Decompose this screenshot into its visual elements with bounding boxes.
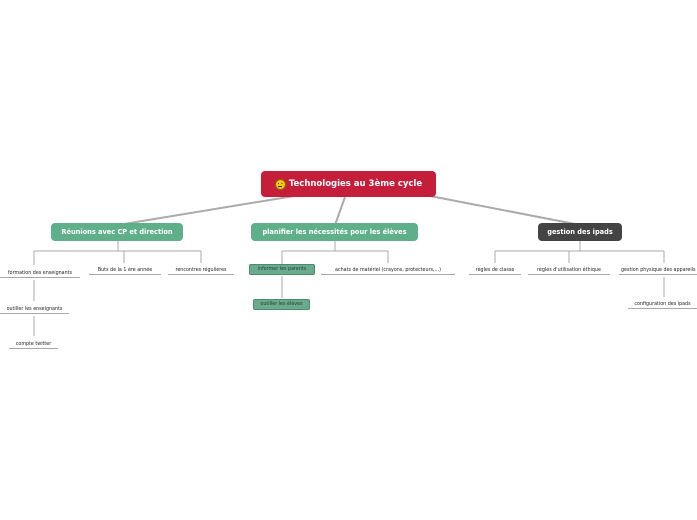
branch-planifier[interactable]: planifier les nécessités pour les élèves (251, 223, 418, 241)
topic-rencontres-regulieres[interactable]: rencontres régulieres (168, 266, 234, 275)
topic-buts-premiere-annee[interactable]: Buts de la 1 ère année (89, 266, 161, 275)
topic-achats-materiel[interactable]: achats de matériel (crayons, protecteurs… (321, 266, 455, 275)
topic-achats-materiel-label: achats de matériel (crayons, protecteurs… (335, 268, 441, 273)
links-gestion (494, 241, 665, 297)
topic-compte-twitter[interactable]: compte twitter (9, 340, 58, 349)
root-node[interactable]: Technologies au 3ème cycle (261, 171, 436, 197)
topic-formation-enseignants-label: formation des enseignants (7, 271, 73, 276)
topic-rencontres-regulieres-label: rencontres régulieres (175, 268, 227, 273)
topic-gestion-physique-label: gestion physique des appareils (621, 268, 696, 273)
topic-outiller-eleves-label: outiller les élèves (260, 302, 303, 307)
links-planifier (281, 241, 389, 298)
link-root-gestion (424, 194, 581, 226)
topic-informer-parents[interactable]: informer les parents (249, 264, 315, 275)
topic-configuration-ipads[interactable]: configuration des ipads (628, 300, 697, 309)
topic-regles-classe[interactable]: règles de classe (469, 266, 521, 275)
topic-informer-parents-label: informer les parents (257, 267, 307, 272)
link-root-reunions (117, 194, 301, 226)
topic-compte-twitter-label: compte twitter (15, 342, 52, 347)
topic-regles-classe-label: règles de classe (475, 268, 515, 273)
topic-buts-premiere-annee-label: Buts de la 1 ère année (97, 268, 153, 273)
topic-gestion-physique[interactable]: gestion physique des appareils (619, 266, 697, 275)
topic-outiller-enseignants[interactable]: outiller les enseignants (0, 305, 69, 314)
links-reunions (33, 241, 202, 336)
root-label: Technologies au 3ème cycle (288, 179, 423, 189)
link-root-planifier (334, 196, 346, 226)
topic-outiller-enseignants-label: outiller les enseignants (6, 307, 63, 312)
branch-reunions[interactable]: Réunions avec CP et direction (51, 223, 183, 241)
branch-gestion[interactable]: gestion des ipads (538, 223, 622, 241)
topic-configuration-ipads-label: configuration des ipads (634, 302, 691, 307)
smiley-icon (274, 178, 286, 190)
branch-planifier-label: planifier les nécessités pour les élèves (262, 228, 407, 236)
topic-regles-utilisation-label: règles d'utilisation éthique (537, 268, 601, 273)
branch-reunions-label: Réunions avec CP et direction (61, 228, 173, 236)
branch-gestion-label: gestion des ipads (547, 228, 613, 236)
topic-formation-enseignants[interactable]: formation des enseignants (0, 269, 80, 278)
topic-outiller-eleves[interactable]: outiller les élèves (253, 299, 310, 310)
topic-regles-utilisation[interactable]: règles d'utilisation éthique (528, 266, 610, 275)
